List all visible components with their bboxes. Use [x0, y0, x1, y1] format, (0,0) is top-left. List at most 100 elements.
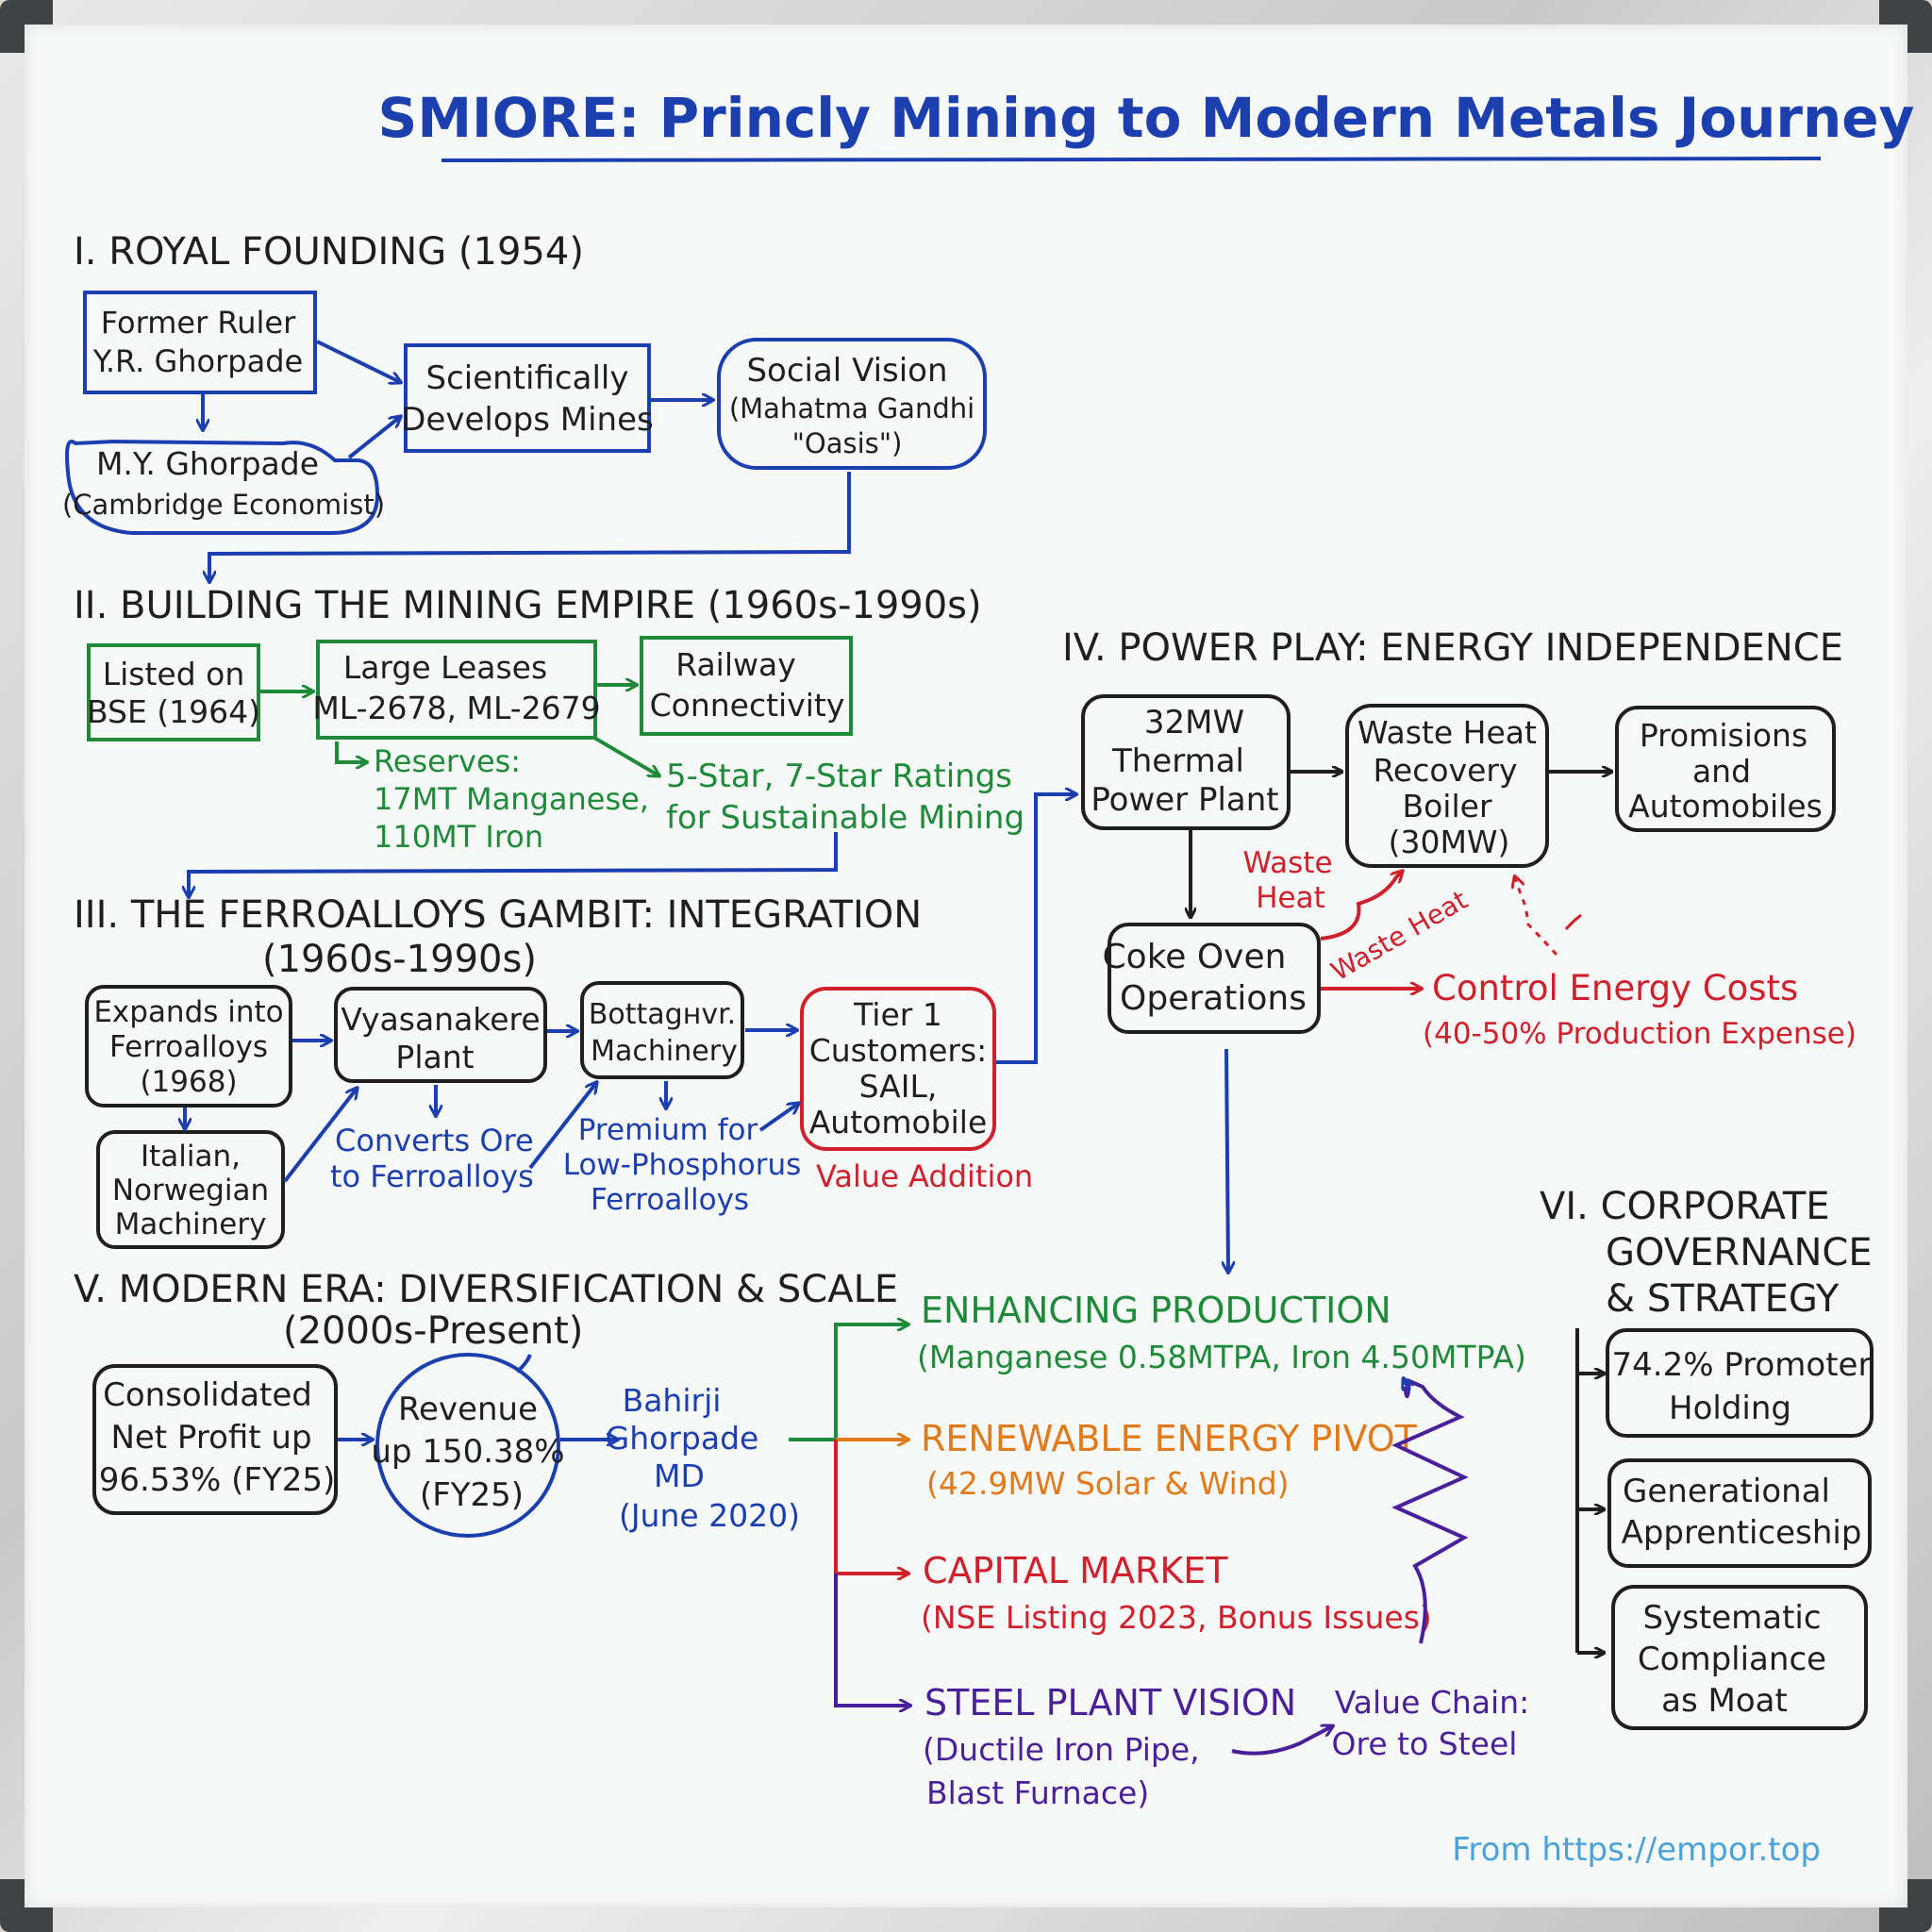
arrow: [209, 472, 851, 581]
node-label: Tier 1: [853, 996, 942, 1033]
node-tier1-customers: [800, 987, 996, 1151]
node-label: Revenue: [398, 1391, 538, 1428]
node-label: Plant: [395, 1039, 474, 1075]
node-label: Automobiles: [1628, 788, 1823, 824]
node-label: Norwegian: [112, 1174, 269, 1208]
node-coke-oven: [1108, 923, 1321, 1034]
section-heading: V. MODERN ERA: DIVERSIFICATION & SCALE: [74, 1268, 898, 1311]
node-label: Apprenticeship: [1622, 1514, 1862, 1552]
branch-detail: Blast Furnace): [926, 1774, 1149, 1811]
section-ferroalloys: III. THE FERROALLOYS GAMBIT: INTEGRATION…: [74, 794, 1075, 1249]
node-label: Connectivity: [650, 687, 845, 724]
node-thermal-plant: [1081, 694, 1291, 830]
node-label: Railway: [675, 646, 796, 683]
branch-detail: (Manganese 0.58MTPA, Iron 4.50MTPA): [917, 1339, 1526, 1375]
node-label: Waste Heat: [1357, 714, 1537, 751]
node-expands: [85, 985, 292, 1108]
annotation: Value Addition: [816, 1158, 1033, 1194]
arrow: [996, 794, 1075, 1064]
node-label: Expands into: [93, 995, 283, 1029]
node-label: Former Ruler: [101, 305, 296, 341]
annotation: Ferroalloys: [591, 1183, 749, 1217]
node-promoter-holding: [1606, 1328, 1874, 1438]
node-label: Holding: [1669, 1390, 1791, 1427]
arrow: [283, 1089, 357, 1183]
arrow: [335, 741, 366, 762]
page-title: SMIORE: Princly Mining to Modern Metals …: [378, 86, 1915, 150]
node-promisions: [1615, 706, 1836, 832]
section-modern-era: V. MODERN ERA: DIVERSIFICATION & SCALE (…: [74, 1268, 1529, 1811]
node-label: Power Plant: [1091, 781, 1278, 819]
arrow: [1226, 1048, 1228, 1272]
node-label: Generational: [1623, 1473, 1830, 1510]
node-label: Consolidated: [103, 1376, 312, 1414]
whiteboard-surface: [25, 25, 1907, 1907]
node-label: Y.R. Ghorpade: [92, 343, 303, 379]
node-label: (30MW): [1389, 824, 1510, 860]
arrow: [834, 1440, 908, 1574]
branch-detail: (42.9MW Solar & Wind): [926, 1465, 1290, 1502]
node-revenue: [375, 1353, 560, 1538]
node-former-ruler: [83, 291, 317, 394]
node-label: Net Profit up: [110, 1419, 311, 1457]
arrow: [316, 340, 400, 382]
arrow: [1320, 872, 1402, 941]
node-label: BSE (1964): [87, 693, 260, 730]
arrow: [592, 736, 658, 775]
section-heading: GOVERNANCE: [1606, 1231, 1873, 1274]
branch-title: STEEL PLANT VISION: [924, 1682, 1296, 1724]
section-heading: III. THE FERROALLOYS GAMBIT: INTEGRATION: [74, 893, 922, 937]
node-develops-mines: [404, 343, 651, 453]
node-label: Machinery: [115, 1208, 267, 1241]
node-vyasanakere-plant: [334, 987, 547, 1083]
node-apprenticeship: [1607, 1458, 1872, 1568]
node-social-vision: [717, 338, 987, 470]
arrow: [1231, 1726, 1332, 1756]
zigzag-connector: [1391, 1378, 1469, 1644]
annotation: (June 2020): [619, 1497, 800, 1534]
node-label: Coke Oven: [1103, 938, 1287, 976]
arrow: [834, 1574, 909, 1706]
node-label: and: [1692, 753, 1751, 790]
annotation: 17MT Manganese,: [374, 781, 649, 817]
node-label: Promisions: [1640, 717, 1807, 754]
branch-title: RENEWABLE ENERGY PIVOT: [921, 1418, 1418, 1459]
arrow: [1515, 877, 1558, 957]
node-label: Machinery: [591, 1035, 738, 1068]
title-block: SMIORE: Princly Mining to Modern Metals …: [378, 86, 1915, 162]
node-label: ML-2678, ML-2679: [312, 690, 600, 726]
annotation: Converts Ore: [335, 1123, 534, 1158]
annotation: MD: [654, 1457, 705, 1494]
section-heading: (1960s-1990s): [262, 938, 537, 981]
node-label: Ferroalloys: [109, 1030, 268, 1064]
annotation: Control Energy Costs: [1432, 968, 1798, 1008]
node-label: Italian,: [141, 1140, 241, 1174]
annotation: Waste: [1242, 846, 1332, 880]
node-railway: [640, 636, 853, 736]
section-royal-founding: I. ROYAL FOUNDING (1954) Former Ruler Y.…: [62, 230, 987, 581]
node-label: up 150.38%: [371, 1433, 564, 1471]
node-label: 32MW: [1144, 704, 1244, 741]
node-net-profit: [92, 1364, 338, 1515]
node-label: 74.2% Promoter: [1612, 1346, 1872, 1384]
node-label: Listed on: [103, 656, 245, 692]
node-label: Thermal: [1111, 742, 1244, 780]
credit-text: From https://empor.top: [1452, 1831, 1821, 1869]
node-label: Automobile: [809, 1104, 988, 1141]
arrow: [758, 1104, 798, 1132]
section-heading: I. ROYAL FOUNDING (1954): [74, 230, 584, 274]
node-label: Compliance: [1638, 1641, 1826, 1678]
node-label: Large Leases: [343, 649, 547, 686]
node-italian-machinery: [96, 1130, 285, 1249]
sketch-mark: [515, 1354, 532, 1374]
node-my-ghorpade: [65, 439, 380, 535]
node-label: Customers:: [809, 1032, 988, 1069]
node-compliance: [1611, 1585, 1868, 1730]
section-mining-empire: II. BUILDING THE MINING EMPIRE (1960s-19…: [74, 584, 1024, 896]
annotation: Ghorpade: [606, 1420, 759, 1457]
section-heading: VI. CORPORATE: [1540, 1185, 1830, 1228]
node-label: (1968): [140, 1065, 237, 1099]
branch-detail: (Ductile Iron Pipe,: [923, 1731, 1200, 1768]
